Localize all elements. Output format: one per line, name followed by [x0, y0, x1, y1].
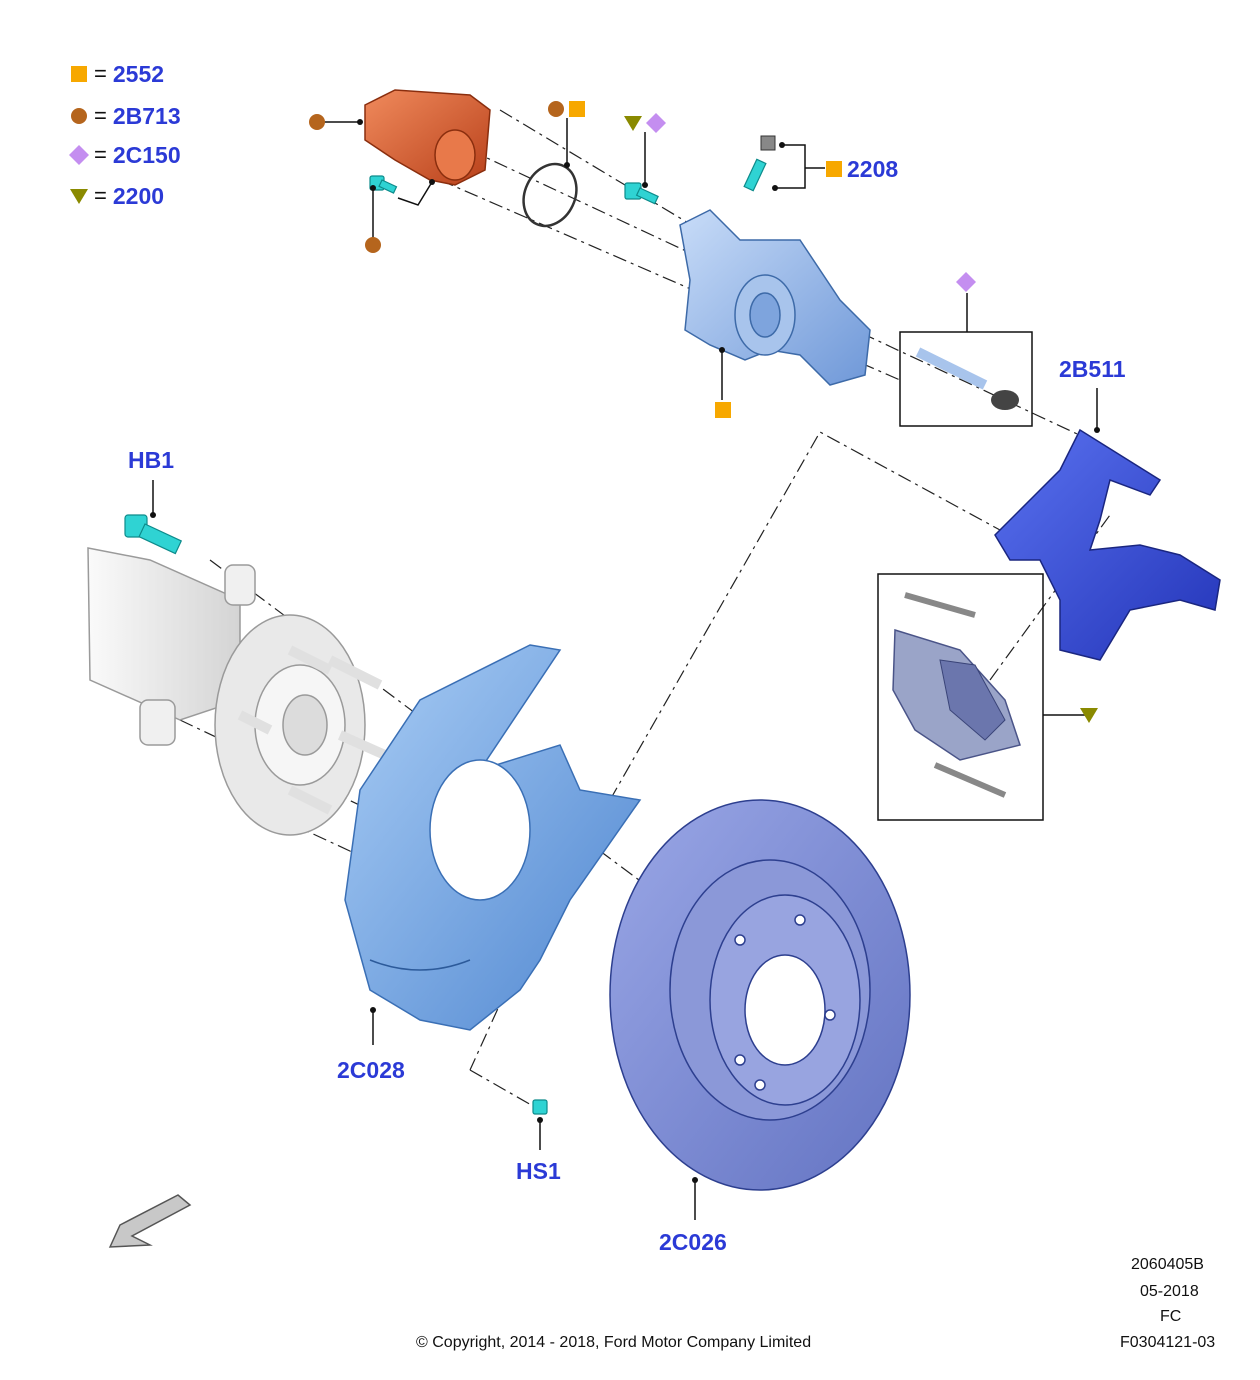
direction-arrow-icon [108, 1194, 192, 1248]
part-label-brake-disc: 2C026 [659, 1229, 727, 1255]
legend-row-2c150: = 2C150 [68, 140, 181, 170]
brown-circle-icon [309, 114, 325, 130]
drawing-number: 2060405B [1131, 1256, 1204, 1273]
part-label-shield-screw: HS1 [516, 1158, 561, 1184]
legend-code: 2B713 [112, 102, 181, 129]
part-label-bleeder: 2208 [847, 156, 899, 182]
equals-sign: = [94, 142, 107, 167]
parking-brake-motor [364, 89, 491, 186]
copyright-notice: © Copyright, 2014 - 2018, Ford Motor Com… [416, 1334, 812, 1351]
brake-disc [609, 799, 911, 1191]
brake-pad-kit [877, 573, 1044, 821]
drawing-date: 05-2018 [1140, 1283, 1199, 1300]
violet-diamond-icon [646, 113, 666, 133]
legend-code: 2200 [112, 182, 165, 209]
olive-triangle-icon [624, 116, 642, 131]
equals-sign: = [94, 61, 107, 86]
legend-row-2200: = 2200 [68, 181, 164, 211]
orange-square-icon [826, 161, 842, 177]
brown-circle-icon [71, 108, 87, 124]
o-ring [522, 162, 578, 228]
guide-pin-kit [899, 331, 1033, 427]
region-code: FC [1160, 1308, 1182, 1325]
callout-symbols [309, 101, 1098, 723]
caliper-bracket [994, 428, 1221, 661]
figure-code: F0304121-03 [1120, 1334, 1216, 1351]
orange-square-icon [715, 402, 731, 418]
part-label-hub-bolt: HB1 [128, 447, 175, 473]
legend-row-2552: = 2552 [68, 59, 164, 89]
equals-sign: = [94, 183, 107, 208]
violet-diamond-icon [69, 145, 89, 165]
legend-code: 2C150 [112, 141, 181, 168]
orange-square-icon [569, 101, 585, 117]
equals-sign: = [94, 103, 107, 128]
brown-circle-icon [548, 101, 564, 117]
olive-triangle-icon [1080, 708, 1098, 723]
part-label-splash-shield: 2C028 [337, 1057, 405, 1083]
legend-code: 2552 [112, 60, 165, 87]
bleeder-cap [760, 135, 776, 151]
leader-lines [152, 118, 1098, 1220]
brake-caliper [679, 209, 871, 386]
orange-square-icon [71, 66, 87, 82]
wheel-hub-assembly [87, 547, 388, 836]
splash-shield [344, 644, 642, 1031]
leader-dots [150, 119, 1100, 1183]
part-label-bracket: 2B511 [1059, 356, 1126, 382]
legend-row-2b713: = 2B713 [68, 101, 181, 131]
brown-circle-icon [365, 237, 381, 253]
violet-diamond-icon [956, 272, 976, 292]
olive-triangle-icon [70, 189, 88, 204]
